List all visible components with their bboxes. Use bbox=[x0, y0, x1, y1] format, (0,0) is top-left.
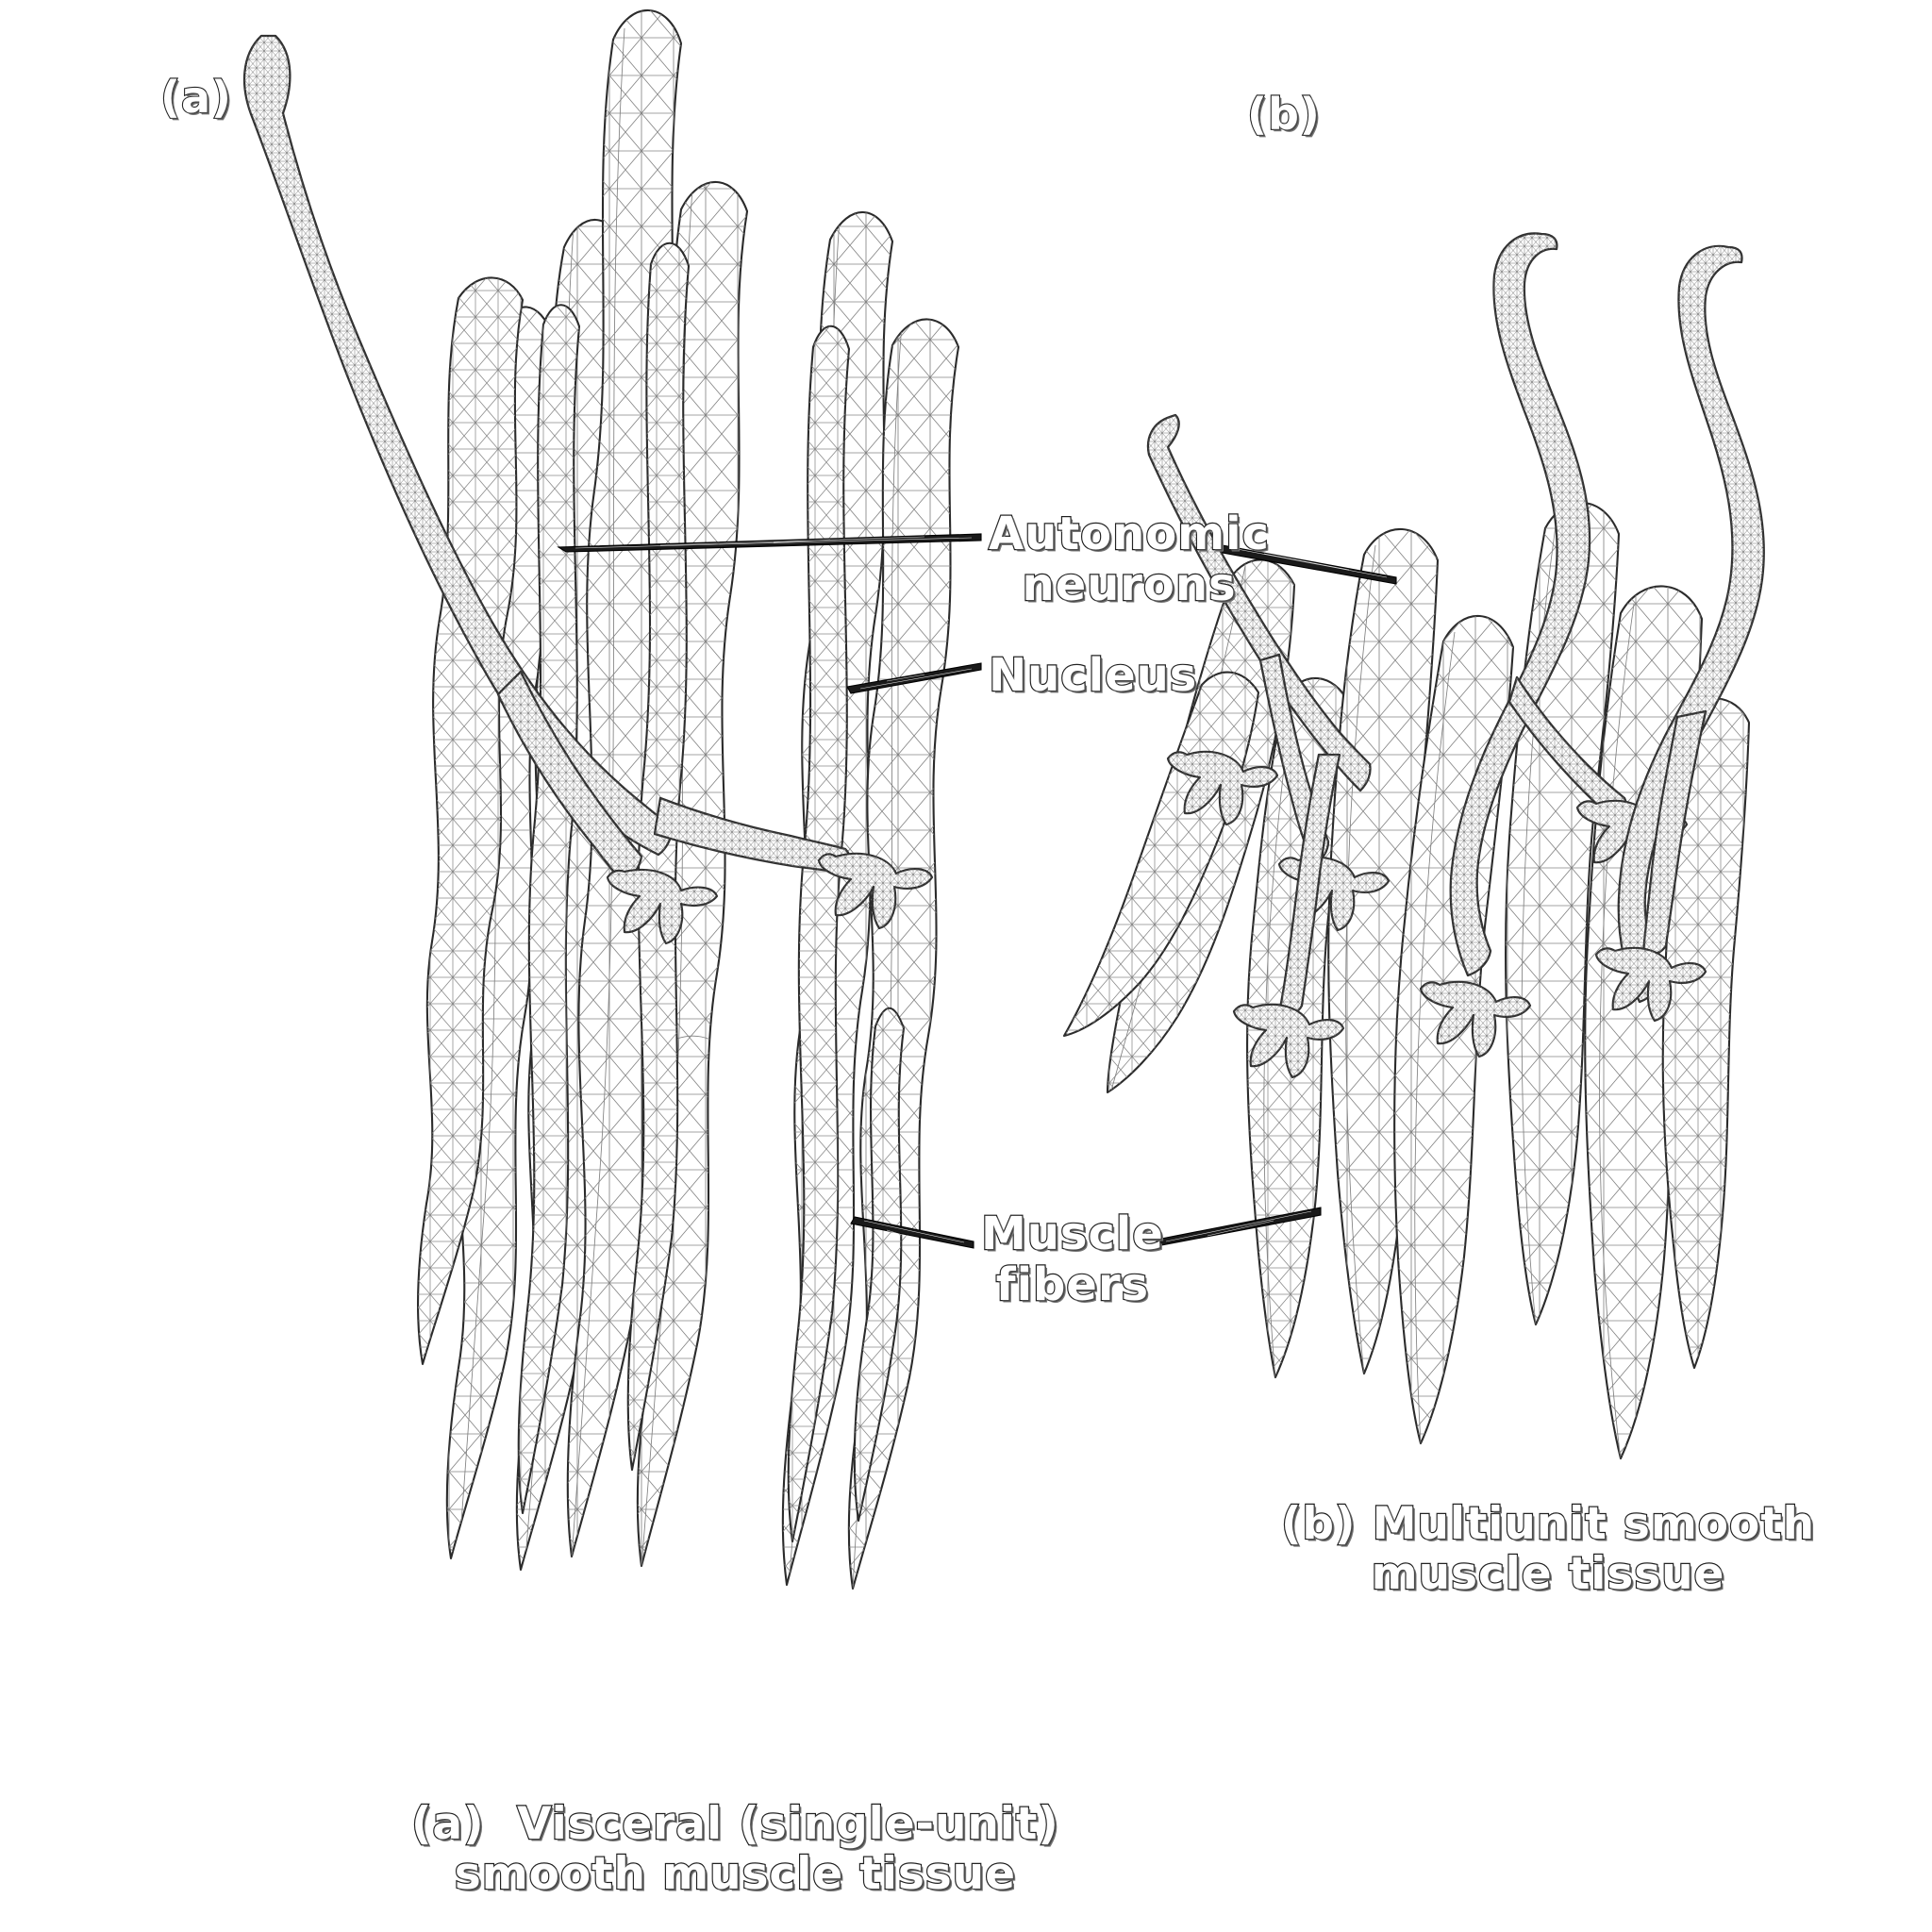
caption-panel-b: (b) Multiunit smooth muscle tissue bbox=[1280, 1498, 1816, 1600]
panel-a-illustration bbox=[242, 8, 960, 1591]
annotation-nucleus: Nucleus bbox=[988, 649, 1198, 702]
leader-autonomic-neurons-right bbox=[1222, 544, 1397, 585]
panel-label-b: (b) bbox=[1246, 89, 1321, 140]
leader-muscle-fibers-right bbox=[1156, 1207, 1322, 1247]
caption-panel-a: (a) Visceral (single-unit) smooth muscle… bbox=[410, 1798, 1059, 1900]
annotation-autonomic-neurons: Autonomic neurons bbox=[988, 508, 1270, 611]
leader-muscle-fibers-left bbox=[850, 1216, 974, 1249]
annotation-muscle-fibers: Muscle fibers bbox=[980, 1208, 1164, 1311]
leader-nucleus bbox=[846, 662, 982, 694]
panel-label-a: (a) bbox=[159, 72, 232, 123]
leader-lines bbox=[557, 533, 1397, 1249]
leader-autonomic-neurons-left bbox=[557, 533, 982, 553]
